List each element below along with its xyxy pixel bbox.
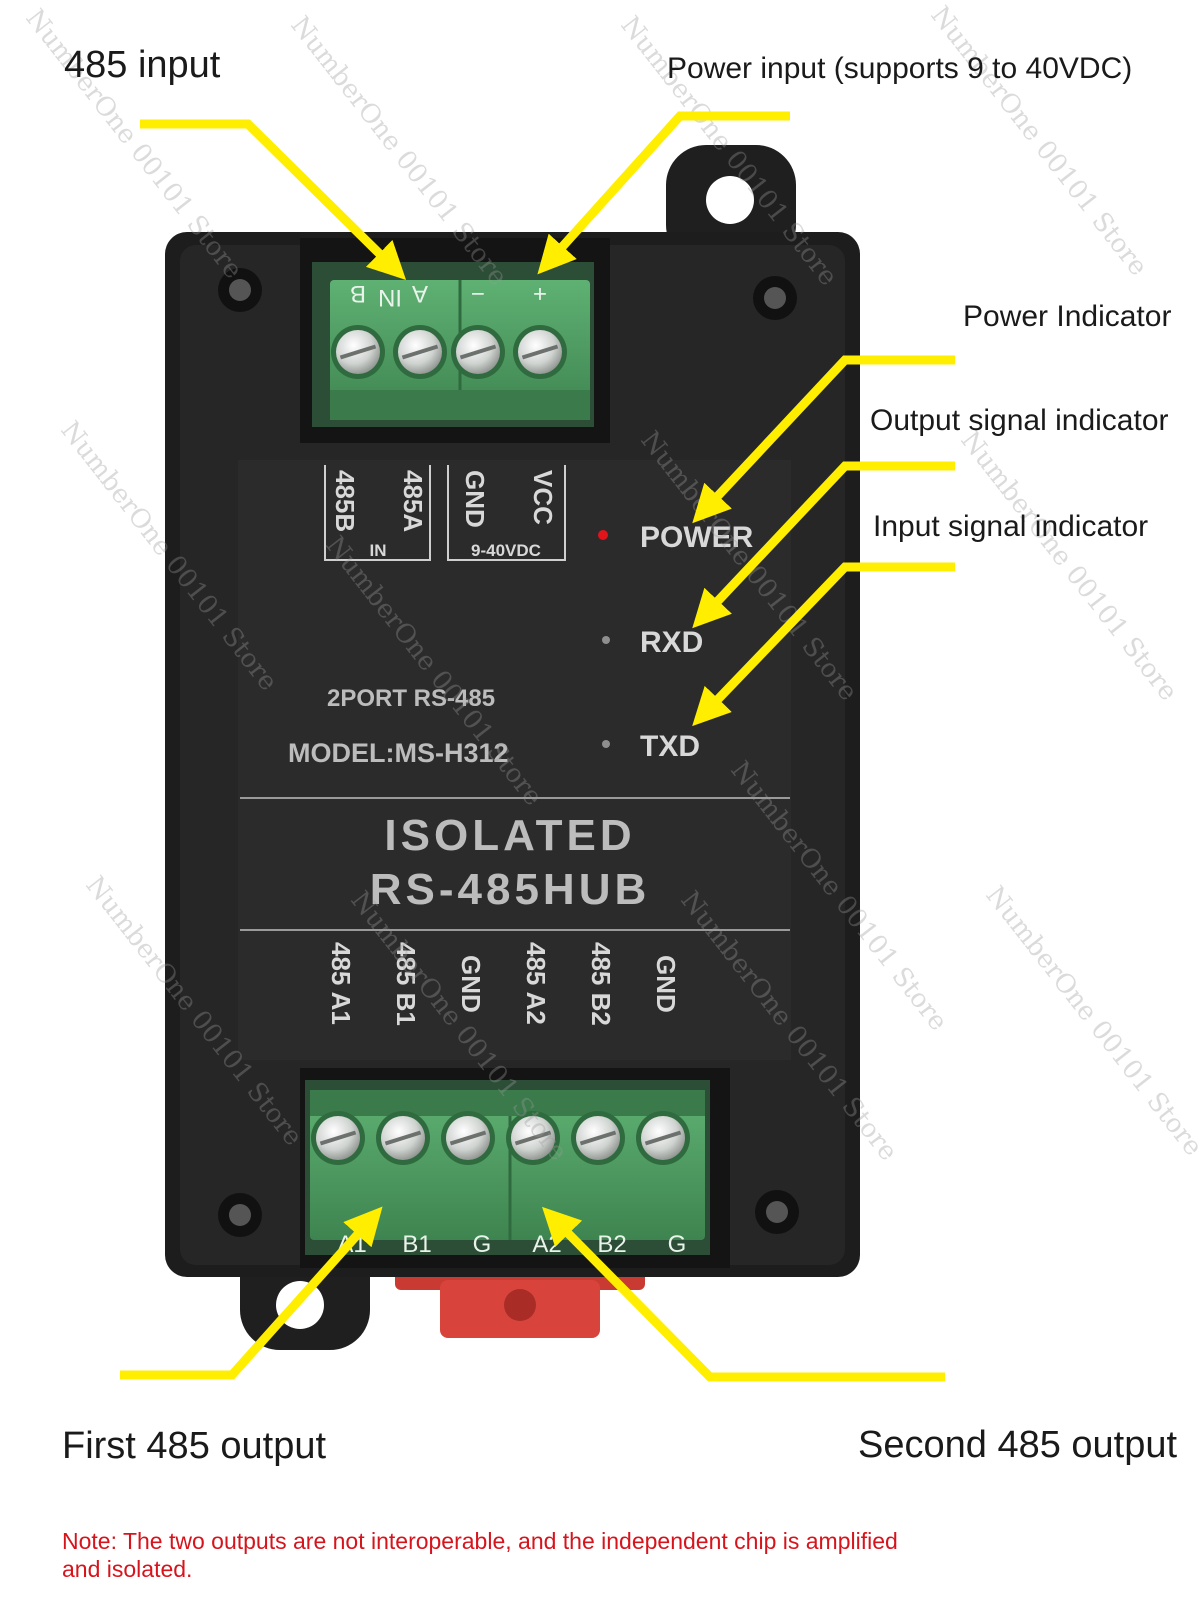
svg-text:NumberOne 00101 Store: NumberOne 00101 Store [924, 1, 1153, 282]
terminal-mark-minus: − [471, 280, 485, 307]
group-label-in: IN [370, 541, 387, 560]
terminal-mark-b2: B2 [597, 1231, 626, 1258]
callout-input-signal-indicator: Input signal indicator [873, 510, 1149, 543]
label-485b1: 485 B1 [391, 942, 421, 1026]
rxd-led [602, 636, 610, 644]
label-485a2: 485 A2 [521, 942, 551, 1025]
arrow-first-output [120, 1206, 383, 1380]
callout-arrows [120, 111, 955, 1382]
top-terminal-screw [451, 325, 505, 379]
label-gnd-2: GND [651, 955, 681, 1013]
top-terminal-screw [393, 325, 447, 379]
terminal-mark-in: IN [378, 284, 402, 311]
terminal-mark-g2: G [668, 1231, 687, 1258]
bottom-terminal-screw [571, 1111, 625, 1165]
txd-led [602, 740, 610, 748]
label-485a: 485A [398, 470, 428, 532]
callout-output-signal-indicator: Output signal indicator [870, 404, 1169, 437]
label-gnd-top: GND [460, 470, 490, 528]
led-label-power: POWER [640, 521, 754, 554]
callout-power-input: Power input (supports 9 to 40VDC) [667, 52, 1133, 85]
label-gnd-1: GND [456, 955, 486, 1013]
led-label-rxd: RXD [640, 626, 703, 659]
arrow-output-indicator [692, 461, 955, 629]
top-terminal-block: B A IN − + [300, 238, 610, 443]
terminal-mark-g1: G [473, 1231, 492, 1258]
callout-485-input: 485 input [64, 44, 221, 86]
arrow-power-input [537, 111, 790, 275]
bottom-terminal-screw [441, 1111, 495, 1165]
bottom-terminal-screw [311, 1111, 365, 1165]
svg-text:NumberOne 00101 Store: NumberOne 00101 Store [954, 426, 1183, 707]
callout-power-indicator: Power Indicator [963, 300, 1172, 333]
arrow-second-output [542, 1206, 945, 1382]
ports-text: 2PORT RS-485 [327, 685, 495, 712]
terminal-mark-b: B [350, 280, 366, 307]
terminal-mark-a2: A2 [532, 1231, 561, 1258]
label-485a1: 485 A1 [326, 942, 356, 1025]
title-hub: RS-485HUB [370, 865, 651, 914]
label-485b: 485B [330, 470, 360, 532]
faceplate: 485B 485A GND VCC IN 9-40VDC POWER RXD T… [238, 460, 791, 1060]
power-led [598, 530, 608, 540]
label-vcc: VCC [528, 470, 558, 525]
callout-second-output: Second 485 output [858, 1424, 1178, 1466]
bottom-terminal-block: A1 B1 G A2 B2 G [300, 1068, 730, 1268]
top-terminal-screw [331, 325, 385, 379]
group-label-power: 9-40VDC [471, 541, 541, 560]
note-text: Note: The two outputs are not interopera… [62, 1528, 898, 1582]
corner-screws [218, 268, 799, 1237]
callout-first-output: First 485 output [62, 1425, 327, 1467]
label-485b2: 485 B2 [586, 942, 616, 1026]
bottom-terminal-screw [376, 1111, 430, 1165]
led-label-txd: TXD [640, 730, 700, 763]
svg-text:NumberOne 00101 Store: NumberOne 00101 Store [979, 881, 1200, 1162]
terminal-mark-a: A [412, 280, 428, 307]
arrow-input-indicator [692, 562, 955, 727]
bottom-terminal-screw [506, 1111, 560, 1165]
top-terminal-screw [513, 325, 567, 379]
terminal-mark-b1: B1 [402, 1231, 431, 1258]
arrow-power-indicator [692, 355, 955, 524]
bottom-terminal-screw [636, 1111, 690, 1165]
arrow-485-input [140, 119, 407, 280]
model-text: MODEL:MS-H312 [288, 738, 509, 768]
terminal-mark-plus: + [533, 280, 547, 307]
title-isolated: ISOLATED [384, 811, 635, 860]
